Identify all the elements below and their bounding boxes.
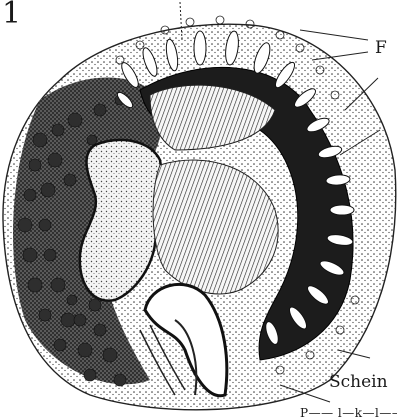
label-f: F	[375, 38, 387, 58]
label-schein: Schein	[329, 372, 388, 392]
figure-number: 1	[2, 0, 21, 31]
